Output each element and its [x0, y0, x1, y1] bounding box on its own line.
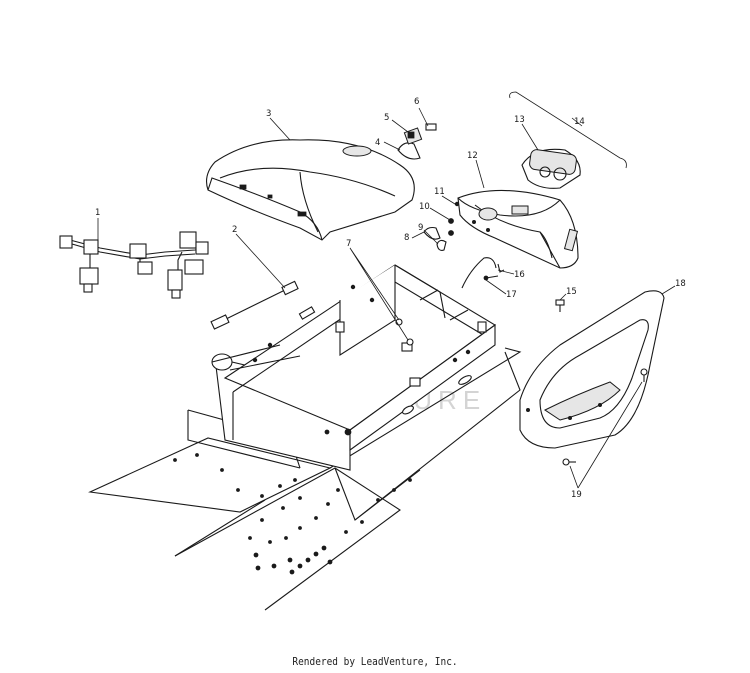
hardware-8-11 — [423, 201, 460, 251]
side-panel — [519, 290, 665, 449]
callout-3: 3 — [266, 109, 271, 119]
screws-19 — [562, 368, 648, 466]
callout-labels: 1 2 3 4 5 6 7 8 9 10 11 12 13 14 15 16 1… — [95, 97, 686, 500]
callout-2: 2 — [232, 225, 237, 235]
callout-19: 19 — [571, 490, 582, 500]
footer-credit: Rendered by LeadVenture, Inc. — [292, 655, 458, 668]
fastener-17 — [483, 275, 499, 281]
callout-7: 7 — [346, 239, 351, 249]
callout-14: 14 — [574, 117, 585, 127]
callout-6: 6 — [414, 97, 419, 107]
callout-16: 16 — [514, 270, 525, 280]
callout-17: 17 — [506, 290, 517, 300]
leader-lines — [97, 107, 676, 489]
callout-18: 18 — [675, 279, 686, 289]
strap-16 — [461, 257, 505, 289]
cable-assembly — [210, 280, 299, 330]
callout-1: 1 — [95, 208, 100, 218]
callout-14-bracket — [509, 91, 627, 169]
chassis-frame — [88, 264, 522, 611]
callout-10: 10 — [419, 202, 430, 212]
callout-11: 11 — [434, 187, 445, 197]
callout-13: 13 — [514, 115, 525, 125]
rear-cowl — [457, 189, 579, 269]
seat — [206, 139, 415, 241]
screw-15 — [555, 299, 565, 312]
callout-15: 15 — [566, 287, 577, 297]
callout-5: 5 — [384, 113, 389, 123]
wiring-harness — [59, 231, 209, 299]
switch-assembly — [397, 123, 437, 160]
callout-4: 4 — [375, 138, 380, 148]
tail-light — [521, 148, 581, 189]
callout-12: 12 — [467, 151, 478, 161]
callout-9: 9 — [418, 223, 423, 233]
callout-8: 8 — [404, 233, 409, 243]
